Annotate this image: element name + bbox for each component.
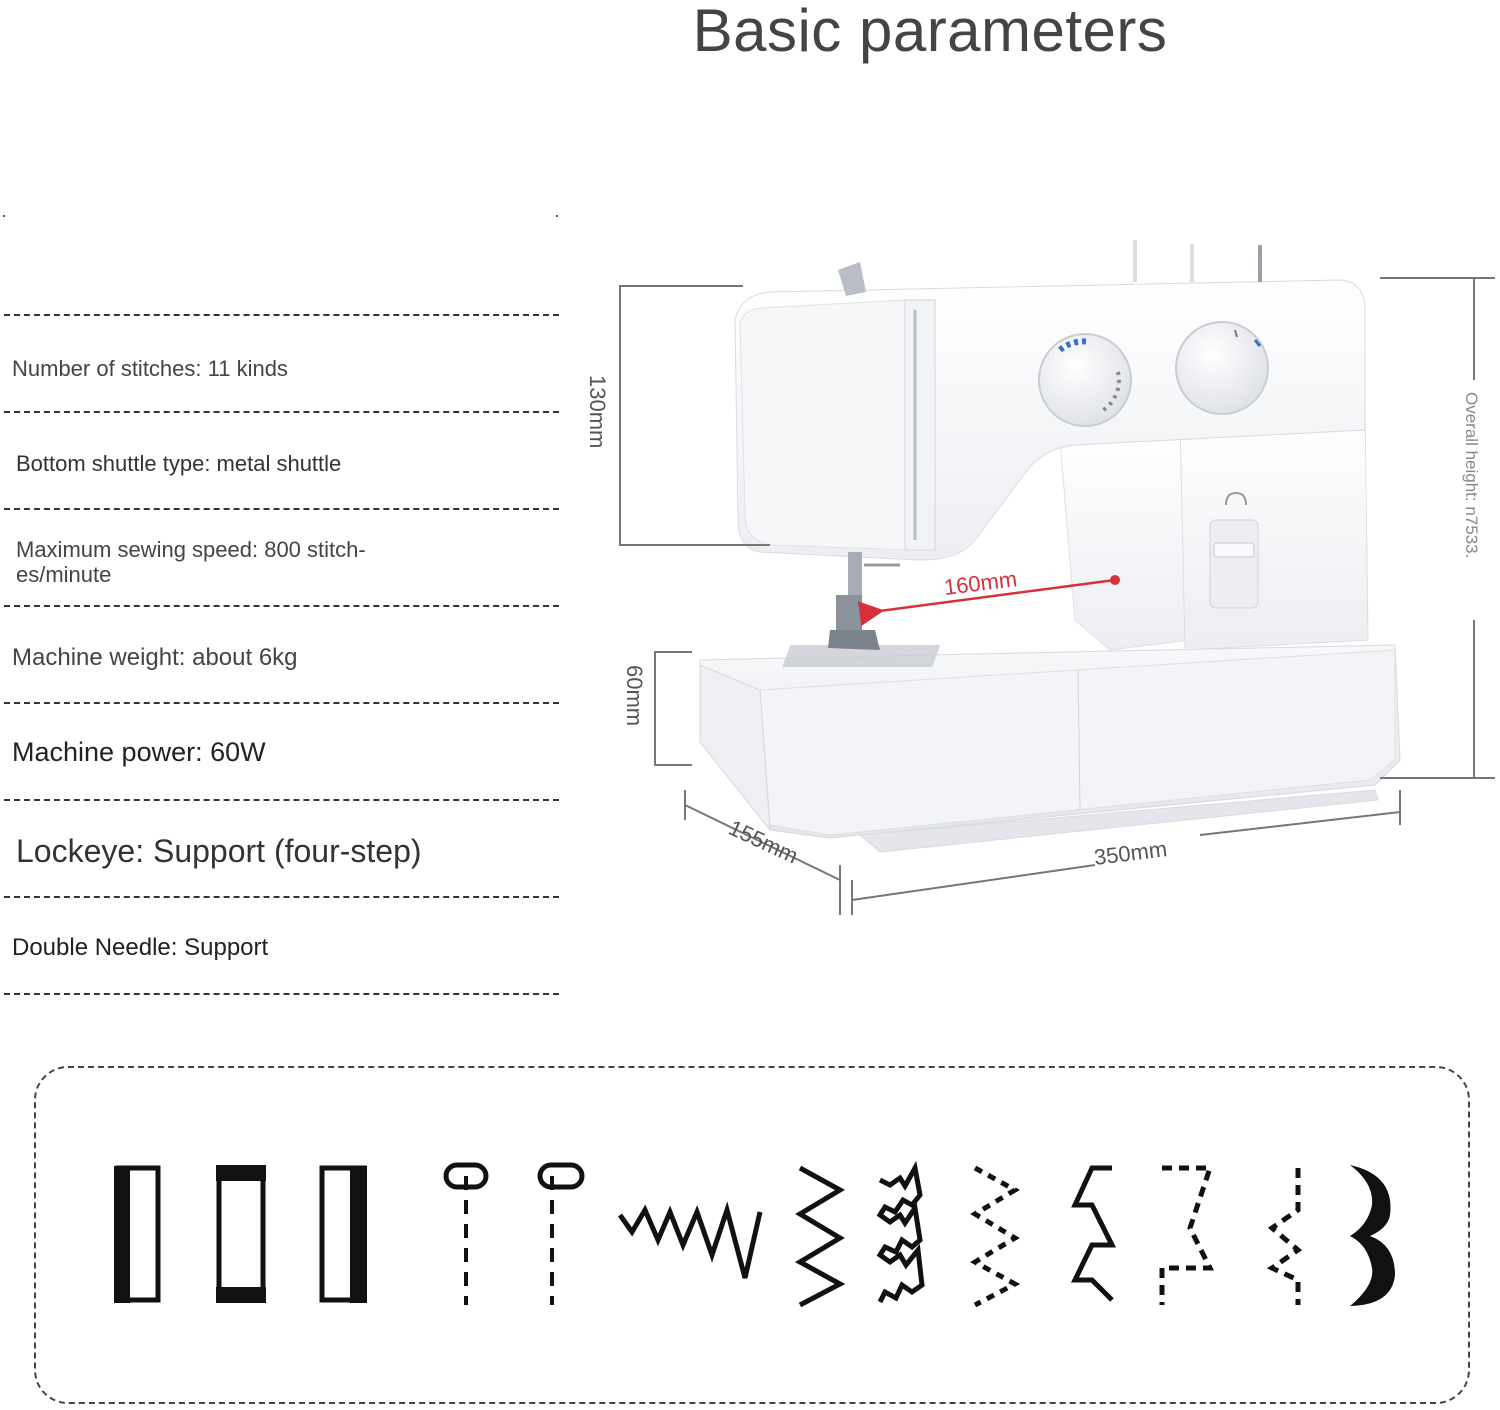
needle-assembly xyxy=(828,552,900,650)
selector-lever xyxy=(1213,542,1255,558)
stitch-pattern-icons xyxy=(114,1160,1395,1308)
throat-arrow xyxy=(857,578,1116,627)
divider xyxy=(4,411,559,413)
sewing-machine-diagram: 130mm 60mm 160mm 155mm 350mm Overall hei… xyxy=(585,240,1495,915)
dim-line-overall xyxy=(1380,277,1495,779)
buttonhole-left-icon xyxy=(114,1165,161,1303)
machine-base xyxy=(699,644,1401,853)
spec-lockeye: Lockeye: Support (four-step) xyxy=(16,833,422,869)
divider xyxy=(4,702,559,704)
divider xyxy=(4,896,559,898)
spec-speed: Maximum sewing speed: 800 stitch- es/min… xyxy=(16,537,366,587)
stretch-stitch-icon xyxy=(1071,1165,1117,1302)
buttonhole-symbol-icon xyxy=(1225,491,1247,506)
dim-130-label: 130mm xyxy=(585,375,610,448)
dashed-stretch-icon xyxy=(1159,1165,1215,1305)
straight-stitch-center-icon xyxy=(537,1162,585,1305)
buttonhole-bartack-icon xyxy=(216,1165,266,1303)
dim-line-60 xyxy=(654,651,692,766)
machine-column xyxy=(1179,404,1369,651)
dim-60-label: 60mm xyxy=(622,665,647,726)
multi-zigzag-icon xyxy=(617,1201,763,1279)
blind-hem-icon xyxy=(876,1160,925,1304)
spec-stitches: Number of stitches: 11 kinds xyxy=(12,356,288,381)
zigzag-stitch-icon xyxy=(794,1165,846,1308)
straight-stitch-left-icon xyxy=(443,1162,489,1305)
dim-line-350 xyxy=(851,790,1401,915)
divider xyxy=(4,508,559,510)
dim-350-label: 350mm xyxy=(1093,836,1169,870)
stitch-selector-slot xyxy=(1209,519,1259,609)
arrow-dot xyxy=(1110,575,1120,585)
page-title: Basic parameters xyxy=(692,0,1168,64)
spec-list: Number of stitches: 11 kinds Bottom shut… xyxy=(0,0,560,1010)
thread-tension-icon xyxy=(838,262,866,296)
divider xyxy=(4,993,559,995)
corner-mark xyxy=(556,215,558,217)
spec-shuttle: Bottom shuttle type: metal shuttle xyxy=(16,451,342,476)
corner-mark xyxy=(3,215,5,217)
divider xyxy=(4,605,559,607)
dim-line-130 xyxy=(619,285,770,546)
stitch-length-dial xyxy=(1038,333,1132,427)
spec-weight: Machine weight: about 6kg xyxy=(12,644,298,671)
dashed-arrow-icon xyxy=(1266,1168,1303,1305)
machine-pillar xyxy=(1059,429,1191,651)
dim-line-155 xyxy=(684,790,841,915)
spec-double-needle: Double Needle: Support xyxy=(12,934,269,961)
dotted-zigzag-icon xyxy=(969,1165,1021,1308)
divider xyxy=(4,314,559,316)
divider xyxy=(4,799,559,801)
spec-power: Machine power: 60W xyxy=(12,737,266,767)
buttonhole-right-icon xyxy=(319,1165,367,1303)
dim-overall-label: Overall height: n7533. xyxy=(1462,392,1481,558)
pattern-dial xyxy=(1175,321,1269,415)
scallop-icon xyxy=(1350,1165,1395,1306)
stitch-pattern-panel xyxy=(34,1066,1470,1404)
